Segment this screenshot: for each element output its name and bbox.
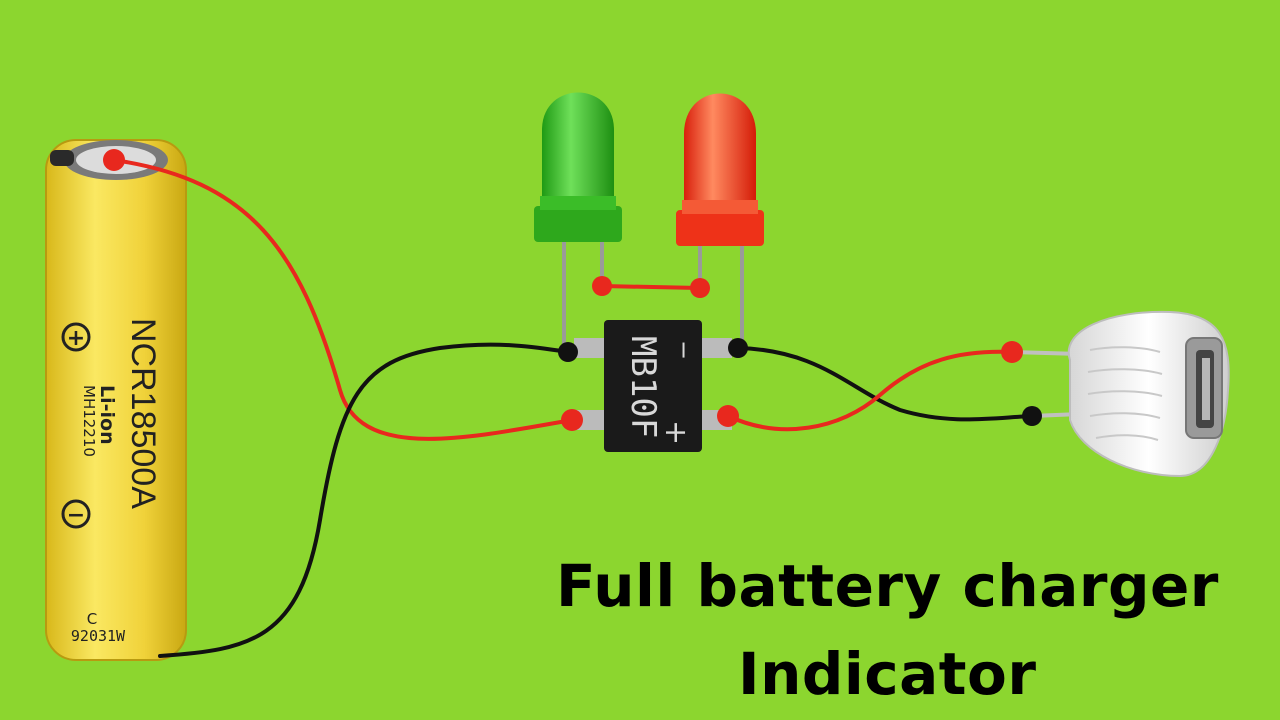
battery-model: NCR18500A (124, 318, 162, 509)
solder-dot (561, 409, 583, 431)
bridge-model: MB10F (623, 336, 663, 438)
battery-mark: C (87, 610, 97, 628)
red-jumper (600, 284, 702, 290)
solder-dot (690, 278, 710, 298)
solder-dot (1022, 406, 1042, 426)
red-wire-usb (726, 349, 1014, 432)
battery-icon: + − NCR18500A Li-ion MH12210 C 92031W (45, 139, 187, 661)
solder-dot (558, 342, 578, 362)
battery-serial: 92031W (71, 627, 126, 645)
black-wire-battery (158, 342, 570, 658)
solder-dot (728, 338, 748, 358)
title-line-1: Full battery charger (556, 552, 1219, 620)
led-green-icon (534, 92, 622, 242)
solder-dot (592, 276, 612, 296)
usb-socket-icon (1067, 310, 1230, 478)
battery-code: MH12210 (80, 385, 98, 457)
bridge-rectifier-icon: MB10F − + (574, 320, 732, 452)
solder-dot (717, 405, 739, 427)
red-wire-battery (112, 158, 574, 441)
solder-dot (103, 149, 125, 171)
battery-chemistry: Li-ion (96, 385, 118, 445)
black-wire-usb (736, 346, 1034, 422)
wires (112, 158, 1082, 658)
battery-plus-label: + (67, 326, 85, 351)
battery-minus-label: − (67, 503, 85, 528)
title-line-2: Indicator (738, 640, 1037, 708)
bridge-minus: − (670, 340, 698, 360)
solder-dot (1001, 341, 1023, 363)
solder-dots (103, 149, 1042, 431)
led-red-icon (676, 93, 764, 246)
bridge-plus: + (658, 420, 693, 445)
